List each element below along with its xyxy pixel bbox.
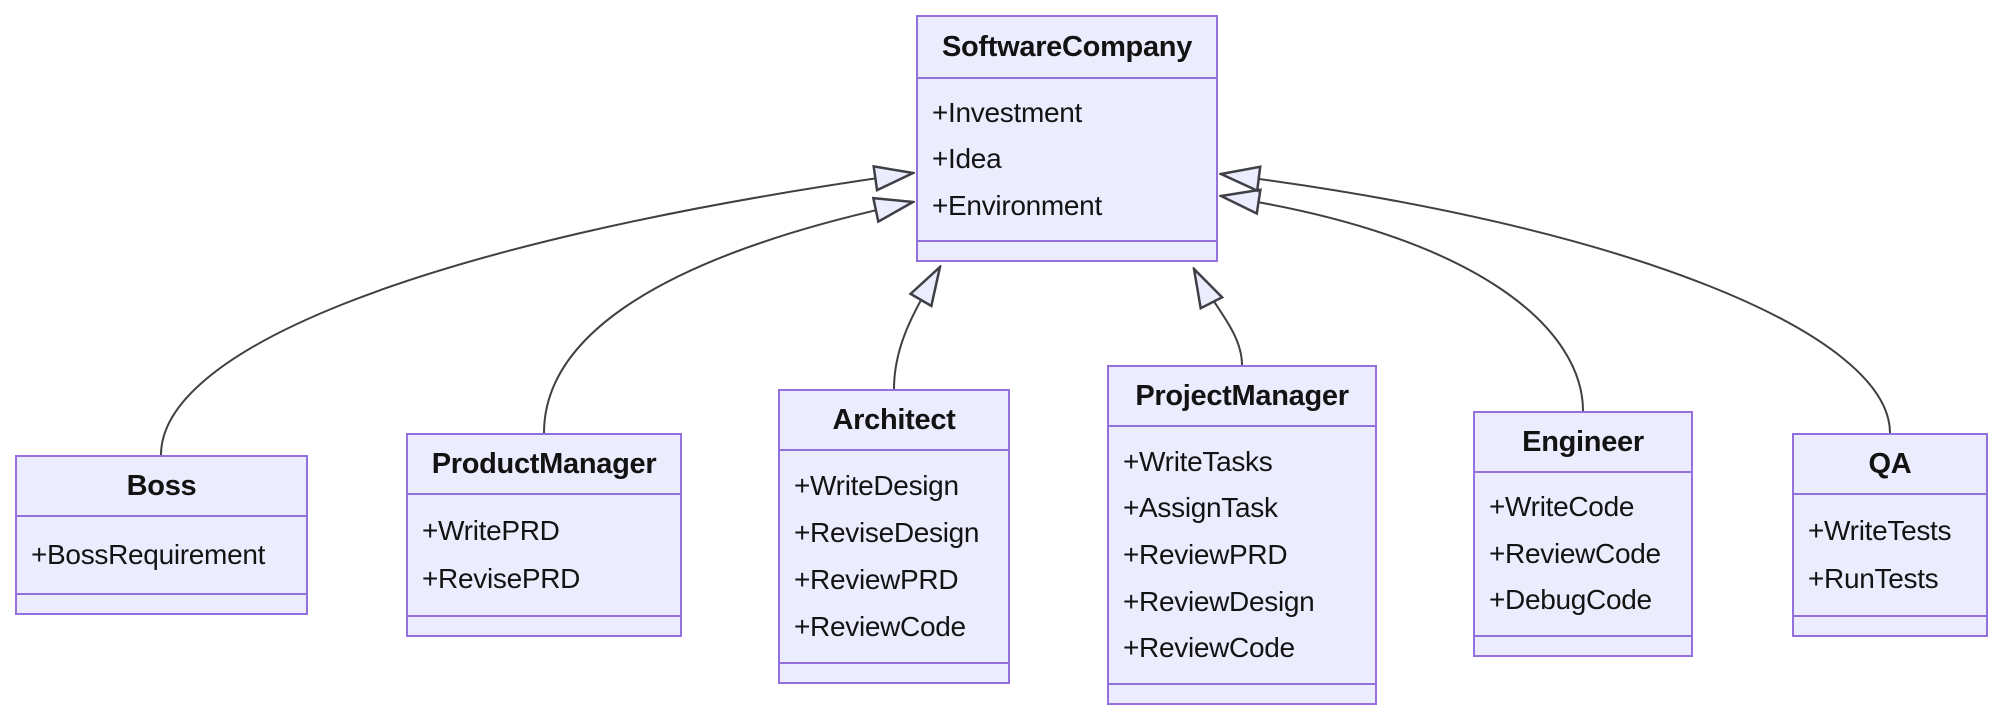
- class-attribute: +WriteTests: [1808, 514, 1952, 546]
- class-attribute: +ReviewCode: [1489, 537, 1661, 569]
- class-methods-empty: [408, 615, 680, 635]
- class-attribute: +ReviseDesign: [794, 516, 980, 548]
- class-title: QA: [1794, 435, 1986, 495]
- class-title: SoftwareCompany: [918, 17, 1216, 79]
- class-methods-empty: [1475, 635, 1691, 655]
- class-title: ProjectManager: [1109, 367, 1375, 427]
- class-attributes: +WriteCode +ReviewCode +DebugCode: [1475, 473, 1691, 635]
- class-attribute: +ReviewCode: [1123, 632, 1295, 664]
- class-attribute: +WriteDesign: [794, 469, 959, 501]
- class-methods-empty: [1109, 683, 1375, 703]
- class-methods-empty: [780, 662, 1008, 682]
- class-title: Boss: [17, 457, 306, 517]
- class-attribute: +ReviewCode: [794, 610, 966, 642]
- class-attributes: +WriteTasks +AssignTask +ReviewPRD +ReviewD…: [1109, 427, 1375, 683]
- class-methods-empty: [17, 593, 306, 613]
- edge-engineer-inherits-softwarecompany: [1221, 196, 1584, 412]
- class-attribute: +RunTests: [1808, 562, 1939, 594]
- class-attribute: +Environment: [932, 189, 1102, 221]
- edge-productmanager-inherits-softwarecompany: [543, 202, 913, 434]
- class-attribute: +Investment: [932, 97, 1083, 129]
- class-title: Architect: [780, 391, 1008, 451]
- edge-boss-inherits-softwarecompany: [160, 173, 913, 456]
- class-attributes: +WriteDesign +ReviseDesign +ReviewPRD +Revi…: [780, 451, 1008, 662]
- class-node-architect: Architect +WriteDesign +ReviseDesign +Revi…: [778, 389, 1010, 684]
- class-attribute: +WriteCode: [1489, 491, 1635, 523]
- class-attribute: +BossRequirement: [31, 538, 266, 570]
- class-methods-empty: [918, 240, 1216, 260]
- class-attributes: +Investment +Idea +Environment: [918, 79, 1216, 240]
- edge-projectmanager-inherits-softwarecompany: [1194, 269, 1243, 366]
- class-attribute: +DebugCode: [1489, 584, 1652, 616]
- class-methods-empty: [1794, 615, 1986, 635]
- class-title: ProductManager: [408, 435, 680, 495]
- class-attribute: +ReviewDesign: [1123, 585, 1315, 617]
- class-attributes: +WriteTests +RunTests: [1794, 495, 1986, 615]
- class-attribute: +ReviewPRD: [794, 563, 959, 595]
- class-title: Engineer: [1475, 413, 1691, 473]
- class-attributes: +BossRequirement: [17, 517, 306, 593]
- class-node-softwarecompany: SoftwareCompany +Investment +Idea +Environ…: [916, 15, 1218, 262]
- class-node-productmanager: ProductManager +WritePRD +RevisePRD: [406, 433, 682, 637]
- class-node-boss: Boss +BossRequirement: [15, 455, 308, 615]
- class-attribute: +WriteTasks: [1123, 445, 1273, 477]
- edge-qa-inherits-softwarecompany: [1221, 174, 1891, 434]
- class-attribute: +WritePRD: [422, 514, 560, 546]
- class-node-projectmanager: ProjectManager +WriteTasks +AssignTask +Re…: [1107, 365, 1377, 705]
- class-node-engineer: Engineer +WriteCode +ReviewCode +DebugCode: [1473, 411, 1693, 657]
- class-attribute: +RevisePRD: [422, 562, 581, 594]
- class-node-qa: QA +WriteTests +RunTests: [1792, 433, 1988, 637]
- class-attribute: +AssignTask: [1123, 492, 1278, 524]
- class-attributes: +WritePRD +RevisePRD: [408, 495, 680, 615]
- edge-architect-inherits-softwarecompany: [893, 267, 940, 390]
- class-attribute: +ReviewPRD: [1123, 538, 1288, 570]
- class-attribute: +Idea: [932, 143, 1002, 175]
